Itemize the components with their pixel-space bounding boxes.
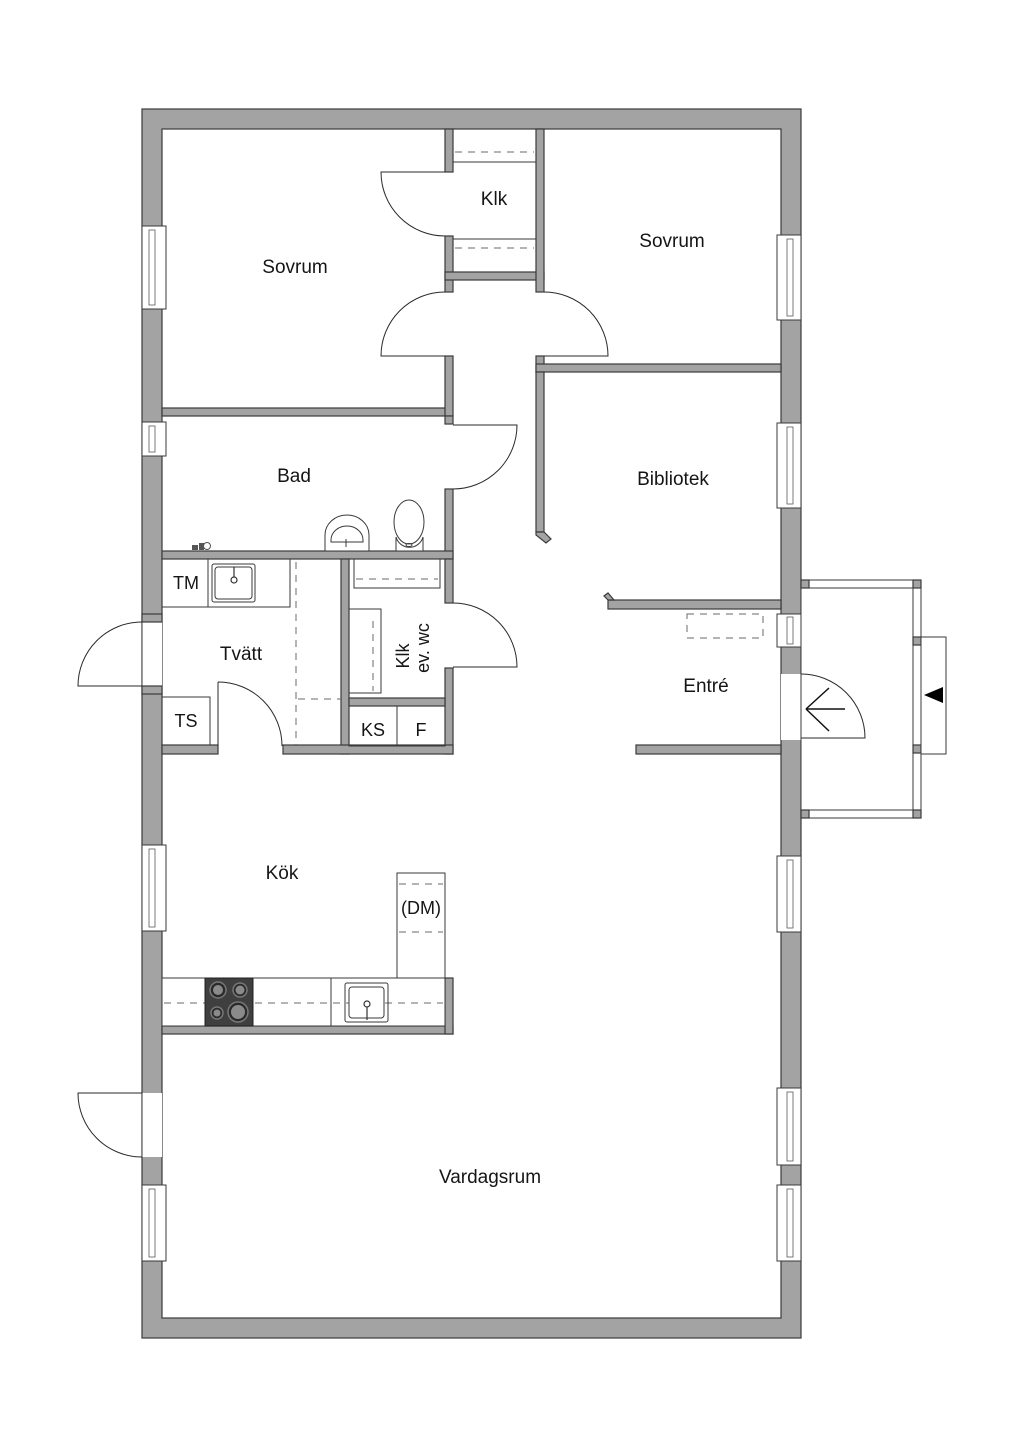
window-vardagsrum-right-3 xyxy=(776,1184,802,1262)
washbasin-icon xyxy=(324,514,370,552)
label-tm: TM xyxy=(173,573,199,593)
klk-top-shelves xyxy=(453,151,536,249)
dishwasher-column xyxy=(396,872,446,979)
label-bad: Bad xyxy=(277,466,311,487)
door-vardagsrum-exterior xyxy=(77,1092,143,1158)
door-tvatt-inner xyxy=(217,681,283,747)
door-tvatt-exterior xyxy=(77,621,143,687)
door-bad xyxy=(452,424,518,490)
label-tvatt: Tvätt xyxy=(220,644,263,665)
laundry-sink-icon xyxy=(211,563,256,603)
kitchen-sink-icon xyxy=(344,982,389,1023)
label-kok: Kök xyxy=(266,863,299,884)
window-vardagsrum-right-2 xyxy=(776,1087,802,1166)
label-bibliotek: Bibliotek xyxy=(637,469,709,490)
label-sovrum-right: Sovrum xyxy=(639,231,704,252)
laundry-fixtures xyxy=(161,558,341,746)
windows xyxy=(141,225,802,1262)
stove-hob-icon xyxy=(204,977,254,1027)
window-kok xyxy=(141,844,167,932)
window-entre xyxy=(776,613,802,648)
label-f: F xyxy=(416,720,427,740)
outer-walls xyxy=(141,108,802,1339)
window-vardagsrum-left xyxy=(141,1184,167,1262)
triangle-left-icon xyxy=(924,687,943,703)
window-sovrum-right xyxy=(776,234,802,321)
room-labels: Sovrum Klk Sovrum Bad Bibliotek TM Tvätt… xyxy=(173,189,729,1188)
vardagsrum-door-opening xyxy=(141,1093,162,1157)
ks-f-cabinets xyxy=(348,705,446,747)
label-vardagsrum: Vardagsrum xyxy=(439,1167,541,1188)
interior-walls xyxy=(141,128,782,1035)
door-klk-wc xyxy=(452,602,518,668)
label-ks: KS xyxy=(361,720,385,740)
kitchen-fixtures xyxy=(161,872,446,1027)
label-klk-top: Klk xyxy=(481,189,508,210)
label-sovrum-left: Sovrum xyxy=(262,257,327,278)
bathroom-fixtures xyxy=(192,499,425,552)
label-dm: (DM) xyxy=(401,898,441,918)
label-ts: TS xyxy=(174,711,197,731)
doors xyxy=(77,171,866,1158)
label-klk-wc-line1: Klk xyxy=(393,643,413,669)
label-klk-wc-line2: ev. wc xyxy=(413,623,433,673)
toilet-icon xyxy=(393,499,425,552)
klk-wc-fixtures xyxy=(348,558,441,694)
entre-fixtures xyxy=(686,613,764,639)
window-bad xyxy=(141,421,167,457)
door-sovrum-right xyxy=(543,291,609,357)
window-bibliotek xyxy=(776,422,802,509)
door-klk-top xyxy=(380,171,446,237)
window-vardagsrum-right-1 xyxy=(776,855,802,933)
door-sovrum-left xyxy=(380,291,446,357)
label-entre: Entré xyxy=(683,676,728,697)
shower-tap-icon xyxy=(192,542,211,550)
arrow-left-icon xyxy=(805,687,845,732)
entrance-opening xyxy=(781,674,802,740)
window-sovrum-left xyxy=(141,225,167,310)
entry-porch xyxy=(800,579,947,819)
door-entrance xyxy=(800,673,866,739)
